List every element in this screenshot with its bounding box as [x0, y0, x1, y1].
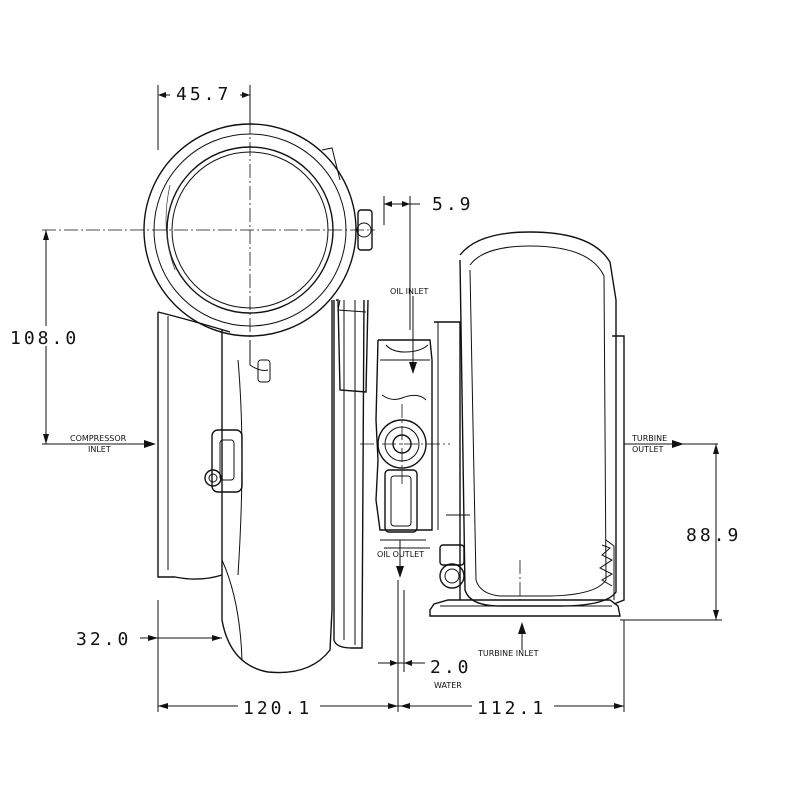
dim-5-9: 5.9	[432, 194, 474, 215]
label-turbine-inlet: TURBINE INLET	[477, 649, 539, 658]
label-turbine-outlet-2: OUTLET	[632, 445, 664, 454]
compressor-housing	[157, 147, 373, 674]
dim-112-1: 112.1	[477, 698, 546, 719]
center-lines	[42, 120, 521, 600]
dim-45-7: 45.7	[176, 84, 231, 105]
dim-120-1: 120.1	[243, 698, 312, 719]
dim-32-0: 32.0	[76, 629, 131, 650]
label-compressor-inlet-2: INLET	[88, 445, 111, 454]
turbine-housing	[429, 231, 625, 617]
label-oil-inlet: OIL INLET	[390, 287, 429, 296]
dim-2-0: 2.0	[430, 657, 472, 678]
dim-88-9: 88.9	[686, 525, 741, 546]
label-oil-outlet: OIL OUTLET	[377, 550, 424, 559]
dimension-lines	[42, 85, 722, 712]
dim-108-0: 108.0	[10, 328, 79, 349]
label-water: WATER	[434, 681, 462, 690]
label-compressor-inlet-1: COMPRESSOR	[70, 434, 127, 443]
label-turbine-outlet-1: TURBINE	[631, 434, 667, 443]
